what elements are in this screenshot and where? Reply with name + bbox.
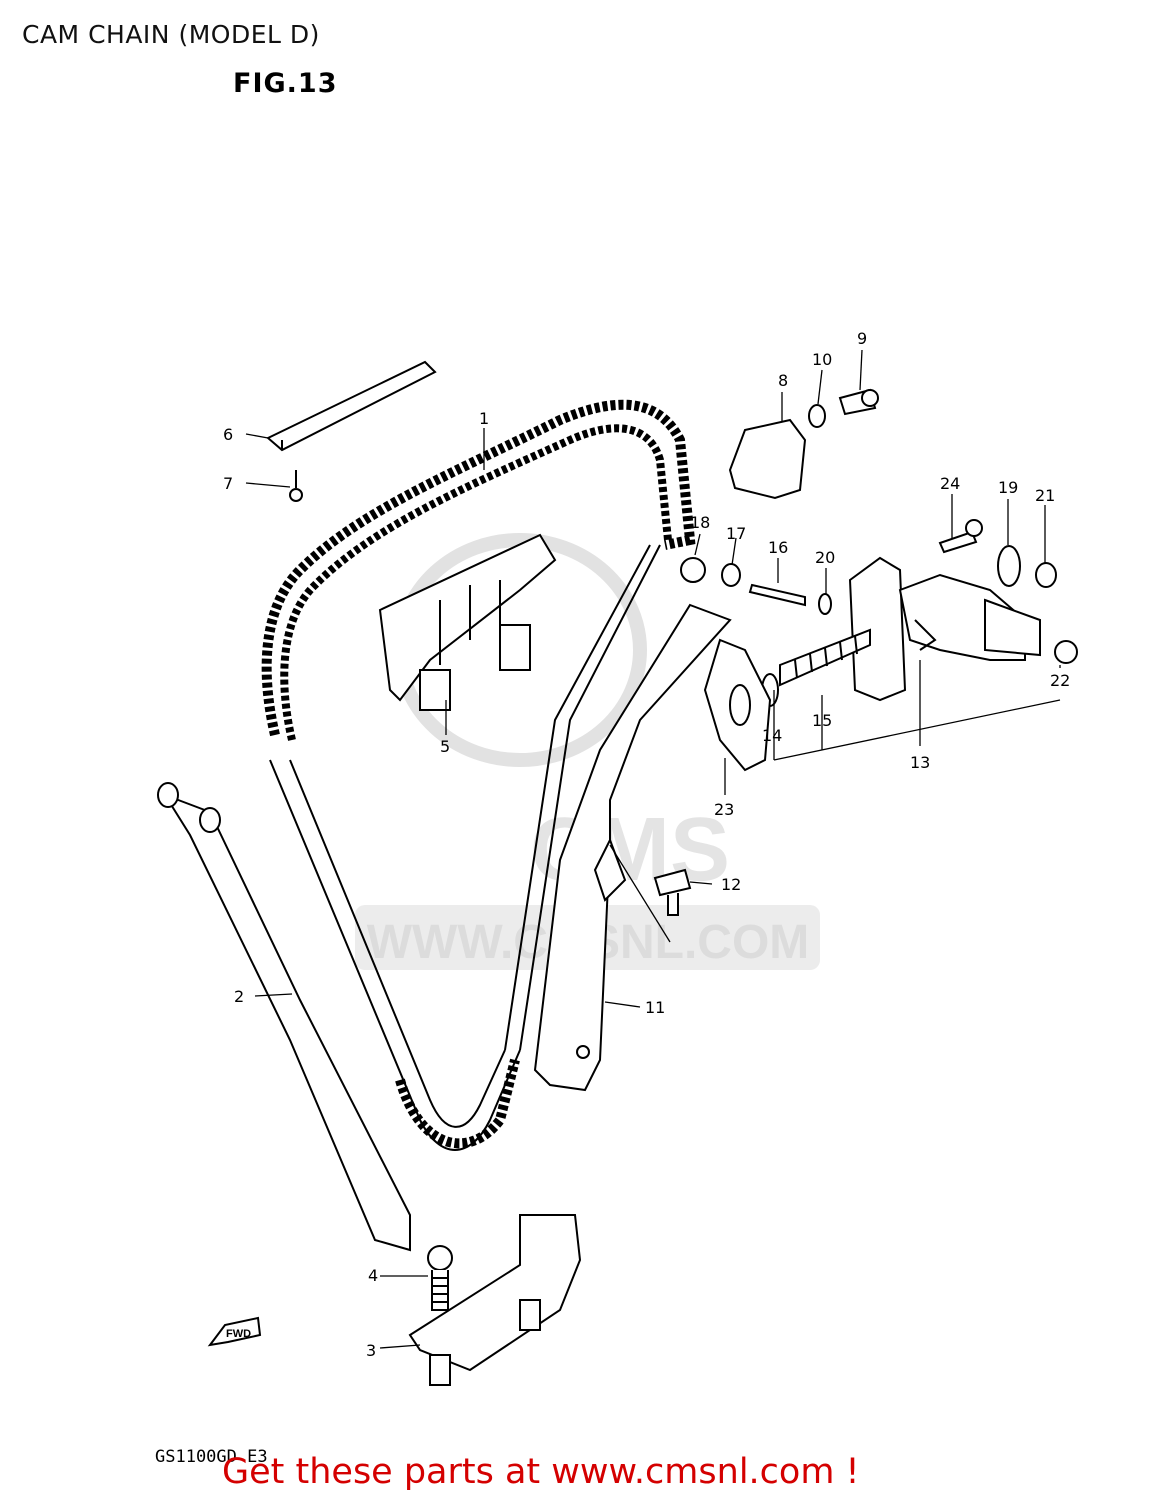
part-1-cam-chain bbox=[261, 399, 696, 1151]
callout-10: 10 bbox=[812, 350, 832, 369]
part-11-tensioner-guide bbox=[533, 603, 732, 1092]
callout-7: 7 bbox=[223, 474, 233, 493]
callout-17: 17 bbox=[726, 524, 746, 543]
fwd-arrow-icon bbox=[207, 1316, 262, 1347]
callout-3: 3 bbox=[366, 1341, 376, 1360]
fwd-label: FWD bbox=[226, 1328, 251, 1340]
callout-16: 16 bbox=[768, 538, 788, 557]
callout-22: 22 bbox=[1050, 671, 1070, 690]
part-22-nut bbox=[1054, 640, 1078, 664]
callout-24: 24 bbox=[940, 474, 960, 493]
page-title: CAM CHAIN (MODEL D) bbox=[22, 20, 320, 49]
model-code: GS1100GD E3 bbox=[155, 1447, 268, 1467]
callout-6: 6 bbox=[223, 425, 233, 444]
callout-5: 5 bbox=[440, 737, 450, 756]
part-20-o-ring bbox=[818, 593, 832, 615]
part-15-spring bbox=[779, 628, 871, 687]
callout-8: 8 bbox=[778, 371, 788, 390]
part-12-bolt bbox=[653, 868, 692, 916]
callout-2: 2 bbox=[234, 987, 244, 1006]
callout-11: 11 bbox=[645, 998, 665, 1017]
callout-21: 21 bbox=[1035, 486, 1055, 505]
figure-number: FIG.13 bbox=[233, 68, 338, 99]
callout-23: 23 bbox=[714, 800, 734, 819]
callout-14: 14 bbox=[762, 726, 782, 745]
part-3-holder bbox=[408, 1214, 582, 1386]
part-9-bolt bbox=[838, 388, 879, 416]
part-5-upper-guide bbox=[378, 533, 557, 711]
part-6-guide bbox=[266, 360, 437, 452]
callout-12: 12 bbox=[721, 875, 741, 894]
part-19-o-ring bbox=[997, 545, 1021, 587]
part-2-front-guide bbox=[157, 782, 411, 1252]
part-24-bolt bbox=[938, 519, 983, 554]
callout-19: 19 bbox=[998, 478, 1018, 497]
callout-18: 18 bbox=[690, 513, 710, 532]
part-4-bolt bbox=[427, 1245, 453, 1311]
promo-link[interactable]: Get these parts at www.cmsnl.com ! bbox=[222, 1452, 860, 1492]
part-17-washer bbox=[721, 563, 741, 587]
callout-9: 9 bbox=[857, 329, 867, 348]
leader-lines bbox=[245, 349, 1061, 1349]
part-23-gasket bbox=[703, 638, 772, 772]
part-13-tensioner-assembly bbox=[848, 556, 1041, 702]
part-18-nut bbox=[680, 557, 706, 583]
part-8-cover bbox=[728, 418, 807, 500]
callout-13: 13 bbox=[910, 753, 930, 772]
part-16-stud bbox=[748, 583, 806, 607]
callout-15: 15 bbox=[812, 711, 832, 730]
callout-20: 20 bbox=[815, 548, 835, 567]
callout-4: 4 bbox=[368, 1266, 378, 1285]
callout-labels: 1 2 3 4 5 6 7 8 9 10 11 12 13 14 15 16 1… bbox=[223, 329, 1070, 1360]
part-7-screw bbox=[289, 470, 303, 502]
part-10-washer bbox=[808, 404, 826, 428]
callout-1: 1 bbox=[479, 409, 489, 428]
part-21-cap bbox=[1035, 562, 1057, 588]
